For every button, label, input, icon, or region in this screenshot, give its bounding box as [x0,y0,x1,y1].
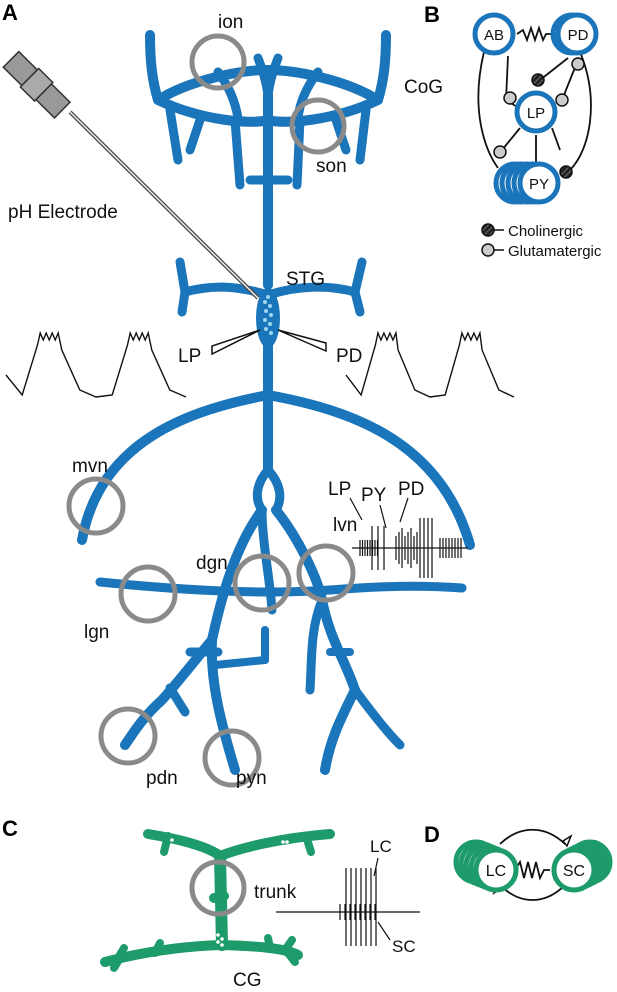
label-pd: PD [568,27,589,44]
label-pd-electrode: PD [336,346,362,367]
label-trunk: trunk [254,882,297,903]
neuron-py [517,161,561,205]
label-lvn: lvn [333,515,357,536]
neuron-pd [555,12,599,56]
label-sc: SC [392,937,416,956]
trace-lp-intracellular [5,330,187,398]
recording-sites [66,33,356,788]
ring-son [289,97,347,155]
label-son: son [316,156,347,177]
legend-cholinergic-icon [481,223,495,237]
label-lc: LC [370,837,392,856]
label-mvn: mvn [72,456,108,477]
ring-dgn [232,553,292,613]
legend-glutamatergic-label: Glutamatergic [508,243,602,260]
synapse-legend: Cholinergic Glutamatergic [481,223,602,260]
ring-mvn [66,476,126,536]
panel-label-d: D [424,822,440,847]
ring-trunk [189,859,247,917]
trace-lvn-extracellular [352,518,468,578]
trace-label-pointers [349,497,409,529]
neuron-sc [551,847,597,893]
label-dgn: dgn [196,553,228,574]
label-stg: STG [286,269,325,290]
legend-cholinergic-label: Cholinergic [508,223,584,240]
cg-trace-pointers [373,857,391,941]
ring-pyn [202,728,262,788]
cardiac-ganglion [100,829,335,972]
label-pyn: pyn [236,768,267,789]
panel-label-c: C [2,816,18,841]
label-d-sc: SC [563,863,585,880]
label-d-lc: LC [486,863,506,880]
label-trace-py: PY [361,485,387,506]
panel-label-b: B [424,2,440,27]
label-ph-electrode: pH Electrode [8,202,118,223]
label-cg: CG [233,970,262,991]
pyloric-circuit: AB PD LP PY [472,12,599,205]
stomatogastric-nervous-system [77,30,475,775]
neuron-lc [473,847,519,893]
lc-sc-circuit: LC SC [453,829,613,901]
label-lp: LP [527,105,545,122]
label-pdn: pdn [146,768,178,789]
cg-somata [170,838,289,947]
legend-glutamatergic-icon [481,243,495,257]
ring-ion [189,33,247,91]
stg-neuron-somata [263,295,273,335]
intracellular-electrodes [211,329,327,356]
label-lgn: lgn [84,622,109,643]
ring-lvn [296,543,356,603]
trace-trunk-extracellular [276,868,420,946]
neuron-ab [472,12,516,56]
trace-pd-intracellular [345,330,515,398]
label-trace-lp: LP [328,479,351,500]
neuron-lp [514,90,558,134]
label-ion: ion [218,12,243,33]
ring-lgn [118,564,178,624]
label-ab: AB [484,27,504,44]
ring-pdn [98,706,158,766]
label-cog: CoG [404,77,443,98]
stg-ganglion [256,288,280,348]
label-py: PY [529,176,549,193]
ph-electrode [2,50,260,300]
label-lp-electrode: LP [178,346,201,367]
label-trace-pd: PD [398,479,424,500]
panel-label-a: A [2,0,18,25]
